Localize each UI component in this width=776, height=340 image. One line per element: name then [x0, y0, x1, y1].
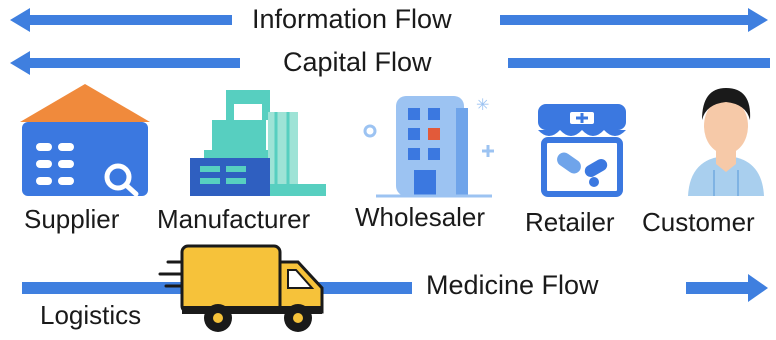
supplier-label: Supplier	[24, 204, 120, 234]
customer-label: Customer	[642, 207, 755, 237]
wholesaler-label: Wholesaler	[355, 202, 486, 232]
medicine-flow-label: Medicine Flow	[426, 272, 603, 299]
manufacturer-label: Manufacturer	[157, 204, 311, 234]
information-flow-label: Information Flow	[252, 4, 452, 34]
retailer-label: Retailer	[525, 207, 615, 237]
capital-flow-label: Capital Flow	[283, 47, 432, 77]
logistics-label: Logistics	[40, 300, 142, 330]
svg-text:✳: ✳	[476, 95, 489, 114]
